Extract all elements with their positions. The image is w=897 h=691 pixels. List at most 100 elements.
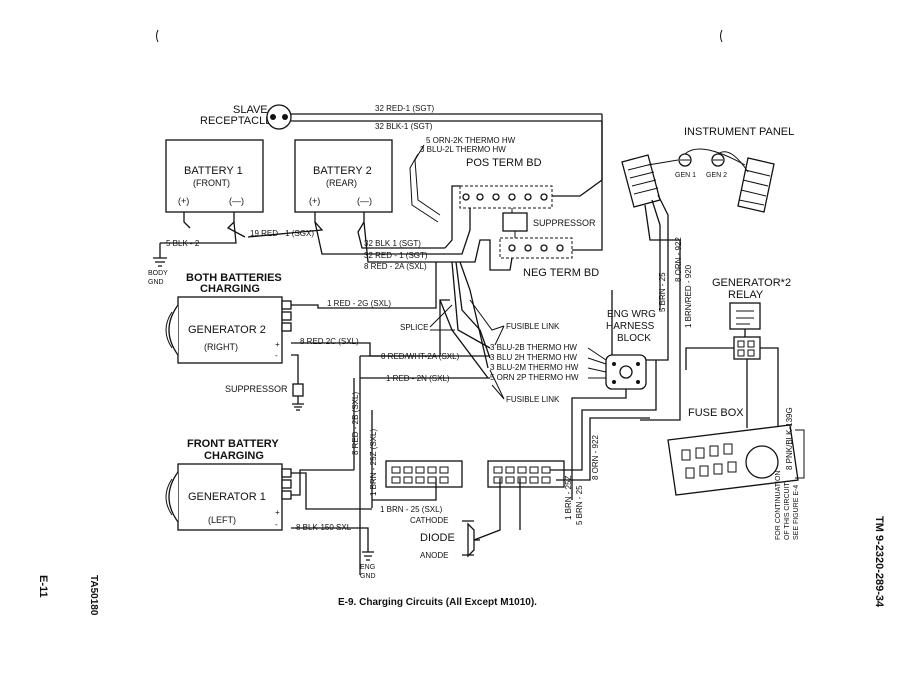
wire-1-red-2g: 1 RED - 2G (SXL) xyxy=(327,299,391,308)
anode-label: ANODE xyxy=(420,551,448,560)
gen2-minus: - xyxy=(275,351,278,360)
wire-1-brn-red-920: 1 BRN/RED - 920 xyxy=(684,264,693,328)
eng-gnd-1: ENG xyxy=(360,564,375,571)
wire-1-brn-25z-v: 1 BRN - 25Z xyxy=(564,475,573,520)
generator-relay-1: GENERATOR*2 xyxy=(712,277,791,289)
gen2-plus: + xyxy=(275,340,280,349)
battery-1-title: BATTERY 1 xyxy=(184,165,243,177)
wire-1-red-2n: 1 RED - 2N (SXL) xyxy=(386,374,450,383)
wire-5-orn-2p: 5 ORN 2P THERMO HW xyxy=(490,373,579,382)
eng-wrg-1: ENG WRG xyxy=(607,309,656,320)
battery-2 xyxy=(294,139,393,213)
gen1-plus: + xyxy=(275,508,280,517)
fusible-link-1: FUSIBLE LINK xyxy=(506,322,560,331)
generator-1-title: GENERATOR 1 xyxy=(188,491,266,503)
instrument-connector-left xyxy=(621,154,661,208)
splice-label: SPLICE xyxy=(400,323,428,332)
wire-8-pnk-blk-139g: 8 PNK/BLK-139G xyxy=(785,407,794,470)
wire-8-orn-922: 8 ORN - 922 xyxy=(674,237,683,282)
scan-mark-left xyxy=(156,29,159,43)
battery-2-plus: (+) xyxy=(309,196,320,206)
slave-receptacle-icon xyxy=(266,104,292,130)
generator-2-sub: (RIGHT) xyxy=(204,342,238,352)
battery-1-minus: (—) xyxy=(229,196,244,206)
wire-8-red-2a: 8 RED - 2A (SXL) xyxy=(364,262,427,271)
harness-block-icon xyxy=(605,354,647,390)
gen-2-indicator-icon xyxy=(711,153,725,167)
generator-2-title: GENERATOR 2 xyxy=(188,324,266,336)
fuse-box: FUSE BOX xyxy=(688,407,744,419)
eng-gnd-2: GND xyxy=(360,573,376,580)
neg-terminal-board xyxy=(499,237,573,259)
suppressor-ground-icon xyxy=(292,403,304,411)
gen-1-indicator-icon xyxy=(678,153,692,167)
wire-8-red-wht-2a: 8 RED/WHT-2A (SXL) xyxy=(381,352,460,361)
wire-32-blk-1-sgt: 32 BLK 1 (SGT) xyxy=(364,239,421,248)
generator-relay-2: RELAY xyxy=(728,289,764,301)
wire-3-blu-2h: 3 BLU 2H THERMO HW xyxy=(490,353,577,362)
both-batteries-1: BOTH BATTERIES xyxy=(186,272,282,284)
wire-5-orn-2k: 5 ORN-2K THERMO HW xyxy=(426,136,516,145)
diode-label: DIODE xyxy=(420,532,455,544)
generator-1-terminals xyxy=(281,468,292,500)
generator-1 xyxy=(165,463,283,531)
neg-terminals xyxy=(508,244,564,252)
gen-2-label: GEN 2 xyxy=(706,172,727,179)
generator-1-sub: (LEFT) xyxy=(208,515,236,525)
wire-8-orn-922-v: 8 ORN - 922 xyxy=(591,435,600,480)
wire-3-blu-2l: 3 BLU-2L THERMO HW xyxy=(420,145,506,154)
wire-5-brn-25-v: 5 BRN - 25 xyxy=(575,485,584,525)
diode-icon xyxy=(462,520,475,558)
wire-5-brn-25: 5 BRN - 25 xyxy=(658,272,667,312)
continuation-1: FOR CONTINUATION xyxy=(775,471,782,540)
both-batteries-2: CHARGING xyxy=(200,283,260,295)
thermo-wire-labels: 3 BLU-2B THERMO HW 3 BLU 2H THERMO HW 3 … xyxy=(490,343,579,382)
battery-1-sub: (FRONT) xyxy=(193,178,230,188)
generator-relay xyxy=(729,302,761,330)
wire-8-blk-150: 8 BLK-150 SXL xyxy=(296,523,352,532)
suppressor-box xyxy=(502,212,528,232)
battery-2-title: BATTERY 2 xyxy=(313,165,372,177)
wire-32-blk-1: 32 BLK-1 (SGT) xyxy=(375,122,433,131)
cathode-label: CATHODE xyxy=(410,516,449,525)
wire-1-brn-25-h: 1 BRN - 25 (SXL) xyxy=(380,505,443,514)
connector-right xyxy=(487,460,565,488)
front-battery-1: FRONT BATTERY xyxy=(187,438,279,450)
pos-terminal-board xyxy=(459,185,553,209)
front-battery-2: CHARGING xyxy=(204,450,264,462)
wire-32-red-1-sgt: 32 RED - 1 (SGT) xyxy=(364,251,428,260)
slave-label-2: RECEPTACLE xyxy=(200,115,273,127)
neg-term-bd: NEG TERM BD xyxy=(523,267,599,279)
suppressor-label: SUPPRESSOR xyxy=(225,384,288,394)
body-gnd-1: BODY xyxy=(148,270,168,277)
gen-1-label: GEN 1 xyxy=(675,172,696,179)
suppressor-box-label: SUPPRESSOR xyxy=(533,218,596,228)
wire-3-blu-2m: 3 BLU-2M THERMO HW xyxy=(490,363,579,372)
ta-number: TA50180 xyxy=(88,575,99,616)
tm-number: TM 9-2320-289-34 xyxy=(873,516,885,608)
instrument-connector-right xyxy=(737,157,775,213)
slave-label-1: SLAVE xyxy=(233,104,268,116)
battery-2-sub: (REAR) xyxy=(326,178,357,188)
wire-5-blk-2: 5 BLK - 2 xyxy=(166,239,200,248)
wire-32-red-1: 32 RED-1 (SGT) xyxy=(375,104,434,113)
wire-19-red-1: 19 RED - 1 (SGX) xyxy=(250,229,314,238)
pos-terminals xyxy=(462,193,548,201)
generator-2-terminals xyxy=(281,300,292,332)
connector-left xyxy=(385,460,463,488)
body-gnd-2: GND xyxy=(148,279,164,286)
wire-3-blu-2b: 3 BLU-2B THERMO HW xyxy=(490,343,577,352)
fusible-link-2: FUSIBLE LINK xyxy=(506,395,560,404)
wire-8-red-2b: 8 RED - 2B (SXL) xyxy=(351,392,360,455)
generator-2 xyxy=(165,296,283,364)
page-number: E-11 xyxy=(37,575,49,598)
figure-caption: E-9. Charging Circuits (All Except M1010… xyxy=(338,597,537,608)
wire-8-red-2c: 8 RED 2C (SXL) xyxy=(300,337,359,346)
relay-connector xyxy=(733,336,761,360)
battery-2-minus: (—) xyxy=(357,196,372,206)
instrument-panel: INSTRUMENT PANEL xyxy=(684,126,794,138)
pos-term-bd: POS TERM BD xyxy=(466,157,542,169)
fuse-box-icon xyxy=(667,424,799,496)
continuation-2: OF THIS CIRCUIT xyxy=(784,481,791,540)
